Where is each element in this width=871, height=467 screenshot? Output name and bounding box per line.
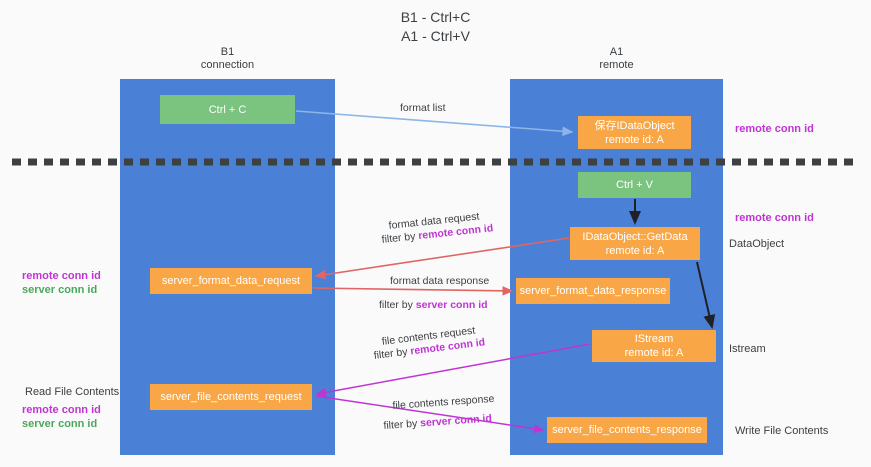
box-server-format-data-request[interactable]: server_format_data_request (150, 268, 312, 294)
arrow-format-data-response (312, 286, 514, 296)
caption-filter-prefix: filter by (373, 345, 412, 362)
caption-format-data-response: format data response (390, 275, 490, 287)
box-server-file-contents-request[interactable]: server_file_contents_request (150, 384, 312, 410)
box-server-format-data-response[interactable]: server_format_data_response (516, 278, 670, 304)
caption-filter-value: server conn id (415, 299, 488, 311)
box-ctrl-c[interactable]: Ctrl + C (160, 95, 295, 124)
column-header-b1: B1 connection (200, 46, 255, 71)
page-title: B1 - Ctrl+C A1 - Ctrl+V (400, 9, 471, 44)
label-remote-conn-id-top: remote conn id (735, 123, 814, 135)
label-left-conn-ids-top: remote conn id server conn id (22, 269, 101, 297)
label-read-file-contents: Read File Contents (25, 386, 120, 398)
label-remote-conn-id: remote conn id (22, 404, 101, 416)
label-remote-conn-id-mid: remote conn id (735, 212, 814, 224)
label-server-conn-id: server conn id (22, 418, 98, 430)
label-left-conn-ids-bottom: remote conn id server conn id (22, 403, 101, 431)
box-idataobject[interactable]: 保存IDataObject remote id: A (578, 116, 691, 149)
caption-filter-prefix: filter by (379, 299, 416, 311)
label-istream: Istream (729, 343, 766, 355)
caption-format-data-response-filter: filter by server conn id (379, 298, 488, 312)
caption-file-contents-response-filter: filter by server conn id (383, 411, 492, 433)
caption-filter-prefix: filter by (383, 417, 421, 432)
caption-filter-prefix: filter by (381, 230, 419, 246)
box-ctrl-v[interactable]: Ctrl + V (578, 172, 691, 198)
label-server-conn-id: server conn id (22, 284, 98, 296)
box-server-file-contents-response[interactable]: server_file_contents_response (547, 417, 707, 443)
caption-filter-value: server conn id (419, 412, 493, 430)
caption-format-list: format list (400, 102, 446, 114)
label-write-file-contents: Write File Contents (735, 425, 829, 437)
label-dataobject: DataObject (729, 238, 785, 250)
box-istream[interactable]: IStream remote id: A (592, 330, 716, 362)
column-header-a1: A1 remote (599, 46, 634, 71)
label-remote-conn-id: remote conn id (22, 270, 101, 282)
box-idataobject-getdata[interactable]: IDataObject::GetData remote id: A (570, 227, 700, 260)
caption-file-contents-response: file contents response (392, 392, 495, 412)
